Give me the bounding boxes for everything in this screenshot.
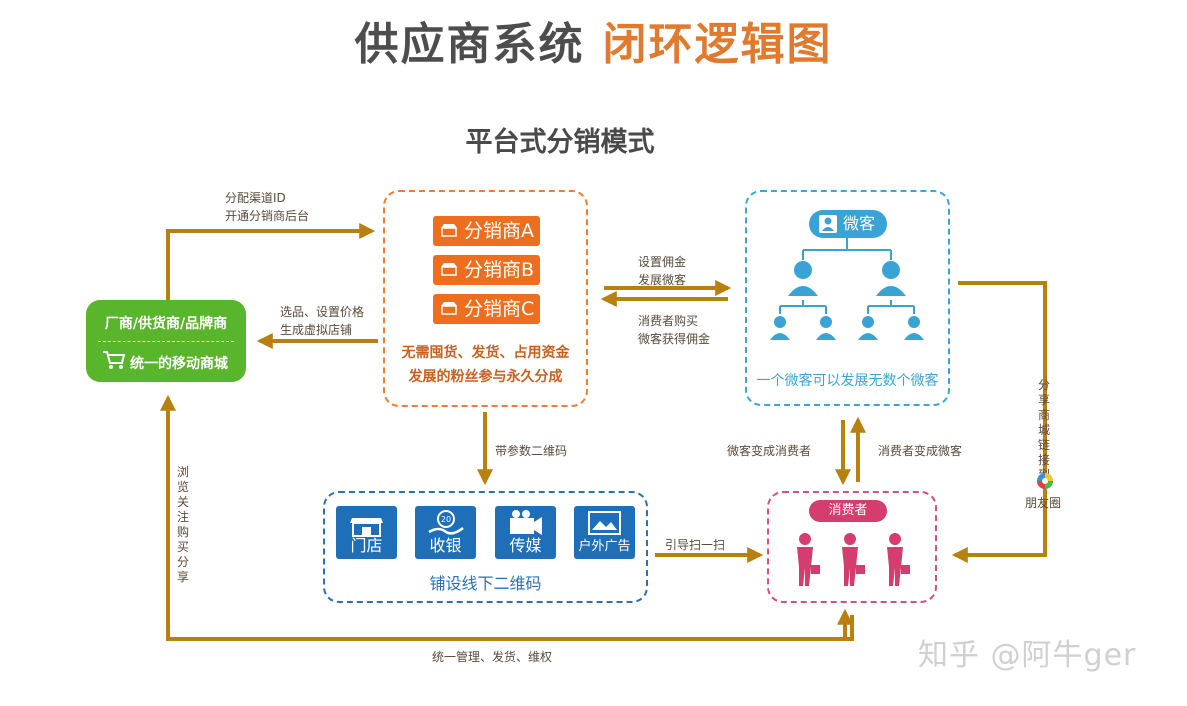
- distributor-c: 分销商C: [433, 294, 540, 324]
- consumer-badge: 消费者: [809, 500, 887, 522]
- storefront-icon: [350, 518, 383, 537]
- qr-tile-cashier: 20 收银: [415, 506, 476, 559]
- qr-tile-outdoor-ad: 户外广告: [574, 506, 635, 559]
- label-scan: 引导扫一扫: [665, 538, 726, 552]
- billboard-icon: [588, 511, 621, 535]
- distributor-c-label: 分销商C: [464, 298, 535, 320]
- label-channel-2: 开通分销商后台: [225, 209, 310, 223]
- qr-tile-media-label: 传媒: [509, 536, 542, 555]
- distributor-a-label: 分销商A: [464, 220, 534, 242]
- label-buy-1: 消费者购买: [638, 314, 699, 328]
- store-icon: [441, 302, 457, 315]
- label-browse: 浏览 关注 购买 分享: [176, 465, 189, 584]
- distributor-a: 分销商A: [433, 216, 540, 246]
- qr-code-box: [323, 491, 648, 603]
- label-share: 分享商城链接到: [1037, 378, 1050, 482]
- weike-badge: 微客: [809, 210, 887, 238]
- arrow-manage-right: [168, 608, 853, 641]
- label-moments: 朋友圈: [1025, 496, 1062, 510]
- weike-tree-icon: [770, 238, 924, 340]
- manufacturer-box: 厂商/供货商/品牌商 统一的移动商城: [86, 300, 246, 382]
- arrow-channel: [166, 223, 376, 300]
- coin-text: 20: [441, 515, 451, 524]
- label-commission-1: 设置佣金: [638, 255, 687, 269]
- label-consumer-to-wk: 消费者变成微客: [878, 444, 963, 458]
- qr-tile-outdoor-ad-label: 户外广告: [578, 539, 631, 554]
- distributor-desc-2: 发展的粉丝参与永久分成: [408, 369, 563, 385]
- consumer-box: [767, 491, 937, 603]
- mobile-mall-label: 统一的移动商城: [130, 356, 228, 372]
- shopping-cart-icon: [103, 351, 126, 369]
- video-camera-icon: [510, 510, 542, 535]
- qr-tile-store: 门店: [336, 506, 397, 559]
- coin-hand-icon: 20: [428, 510, 464, 535]
- store-icon: [441, 224, 457, 237]
- qr-tile-cashier-label: 收银: [429, 536, 462, 555]
- title-part2: 闭环逻辑图: [602, 19, 833, 70]
- weike-badge-label: 微客: [843, 214, 876, 233]
- qr-caption: 铺设线下二维码: [429, 574, 542, 593]
- weike-box: [745, 190, 950, 406]
- label-qr-param: 带参数二维码: [495, 444, 568, 458]
- label-buy-2: 微客获得佣金: [638, 332, 711, 346]
- label-select-1: 选品、设置价格: [280, 305, 365, 319]
- arrow-share: [951, 281, 1047, 563]
- label-select-2: 生成虚拟店铺: [280, 323, 353, 337]
- distributor-b-label: 分销商B: [464, 259, 535, 281]
- label-manage: 统一管理、发货、维权: [432, 650, 553, 664]
- label-wk-to-consumer: 微客变成消费者: [727, 444, 812, 458]
- divider: [98, 341, 234, 342]
- label-commission-2: 发展微客: [638, 273, 687, 287]
- moments-icon: [1037, 473, 1053, 489]
- subtitle: 平台式分销模式: [465, 127, 655, 158]
- shoppers-icon: [797, 533, 910, 586]
- qr-tile-media: 传媒: [495, 506, 556, 559]
- main-title: 供应商系统闭环逻辑图: [0, 8, 1187, 72]
- watermark: 知乎 @阿牛ger: [918, 638, 1137, 673]
- person-icon: [819, 215, 837, 233]
- label-channel-1: 分配渠道ID: [225, 191, 286, 205]
- distributor-b: 分销商B: [433, 255, 540, 285]
- manufacturer-label: 厂商/供货商/品牌商: [104, 316, 228, 332]
- distributor-desc-1: 无需囤货、发货、占用资金: [401, 345, 570, 361]
- distributor-box: [383, 190, 588, 407]
- store-icon: [441, 263, 457, 276]
- qr-tile-store-label: 门店: [350, 536, 383, 555]
- title-part1: 供应商系统: [354, 19, 585, 70]
- weike-caption: 一个微客可以发展无数个微客: [756, 373, 939, 389]
